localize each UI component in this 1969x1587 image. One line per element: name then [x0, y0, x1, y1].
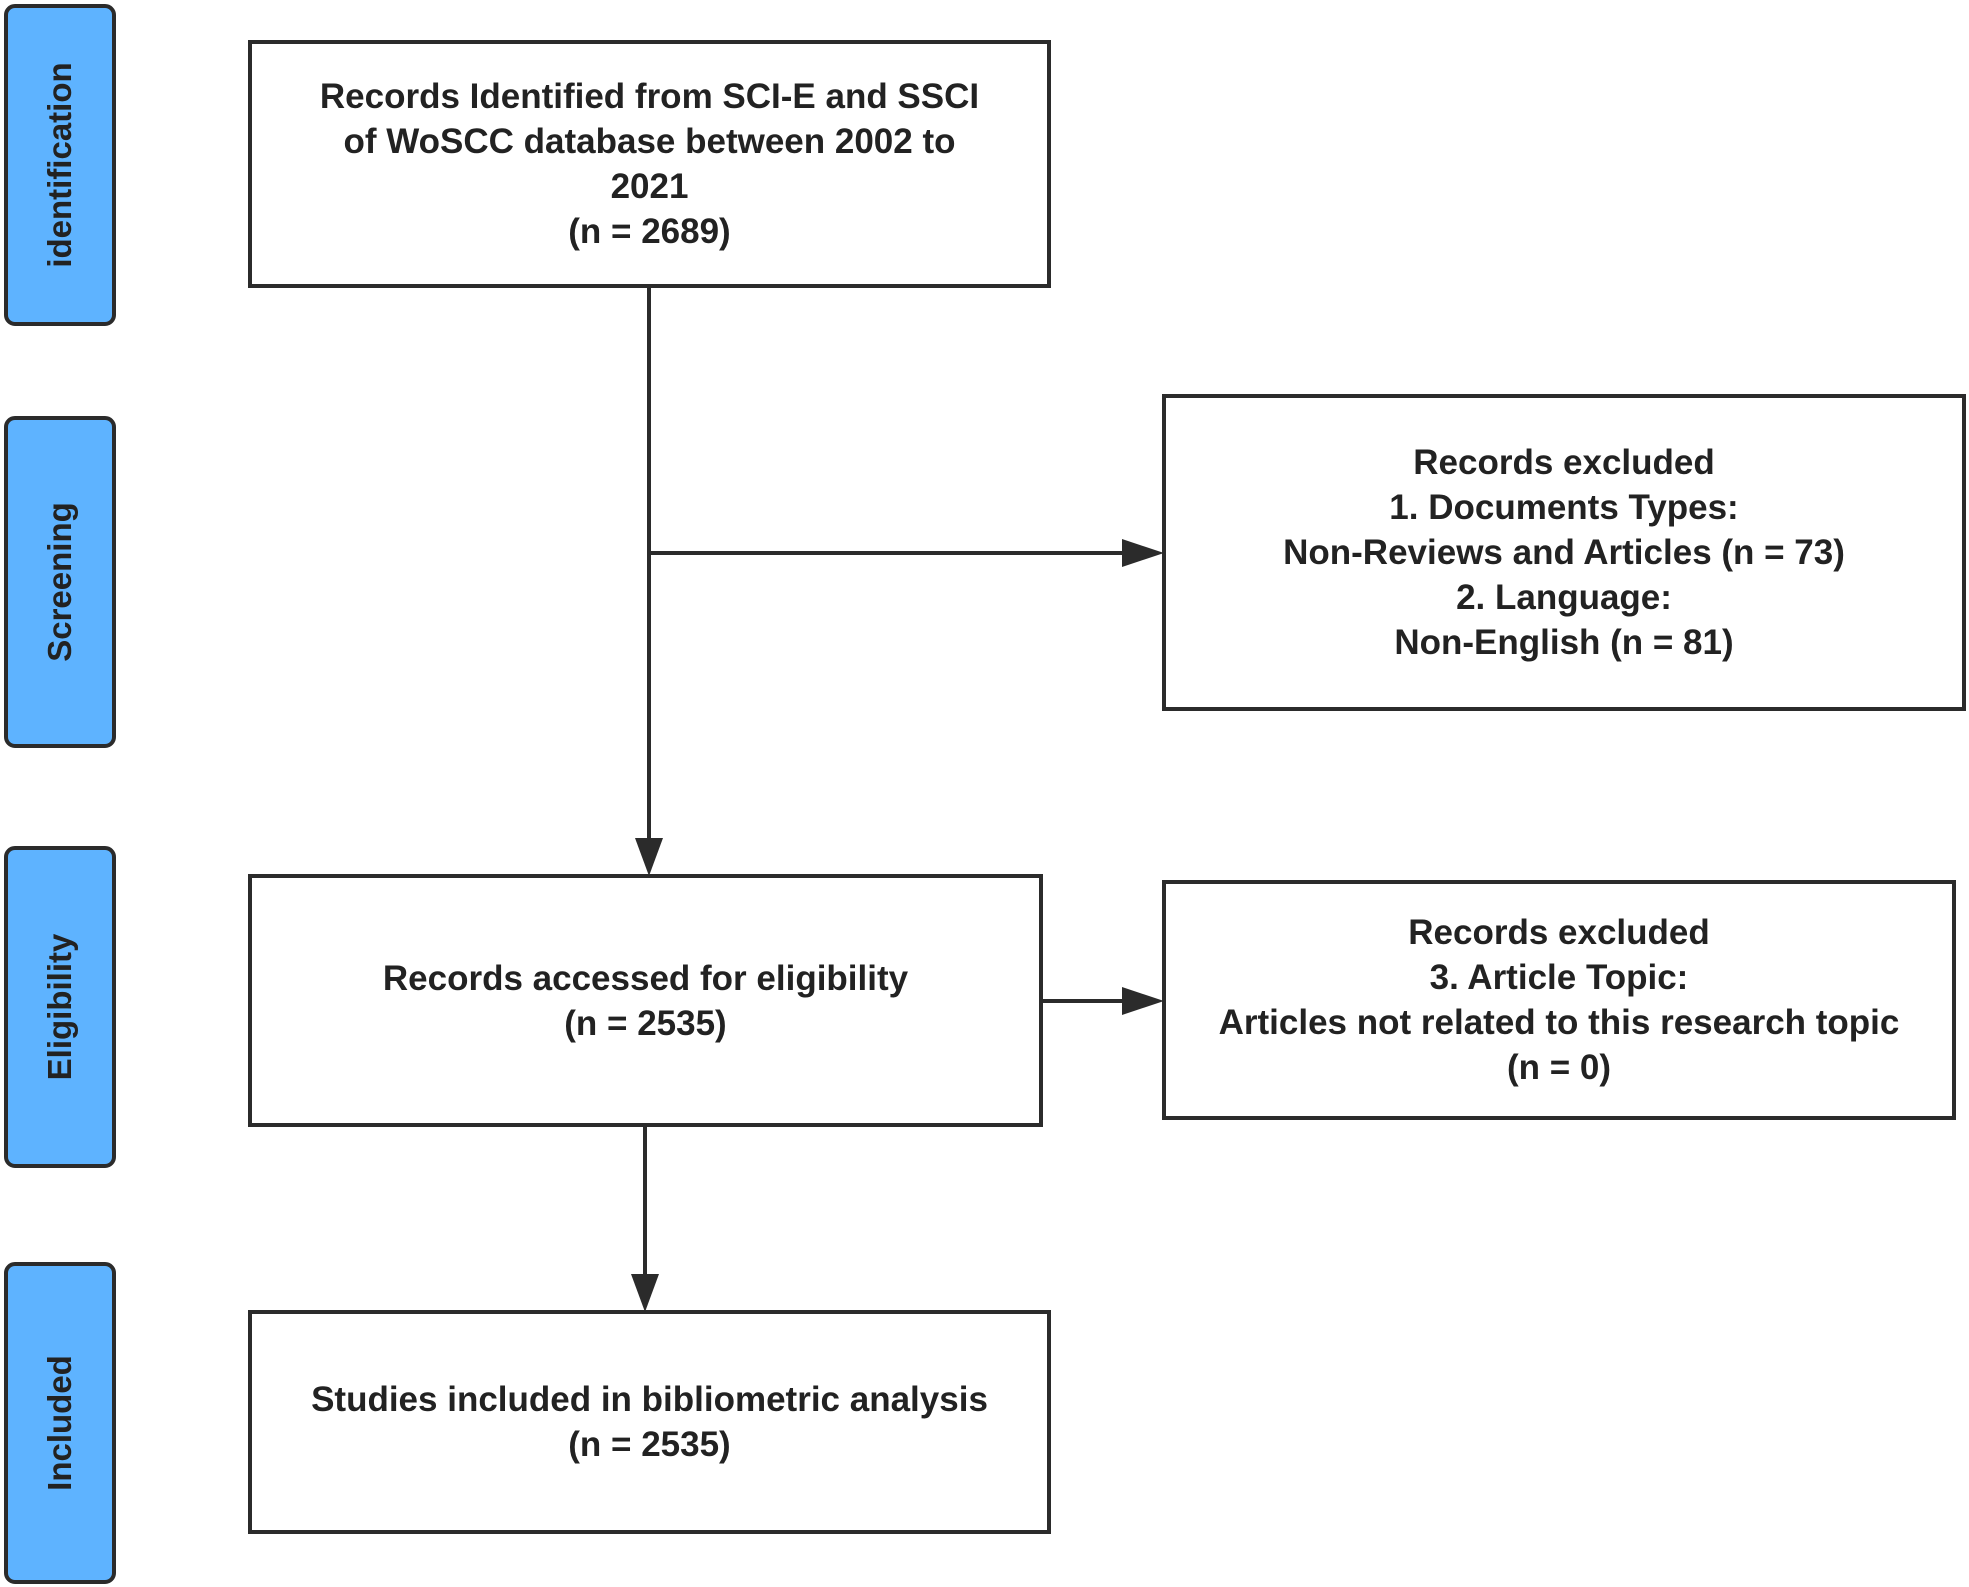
- stage-eligibility: Eligibility: [4, 846, 116, 1168]
- eligibility-line-1: Records accessed for eligibility: [382, 958, 909, 998]
- stage-label-screening: Screening: [41, 502, 78, 662]
- identified-line-4: (n = 2689): [568, 212, 731, 251]
- excluded-screening-line-3: Non-Reviews and Articles (n = 73): [1283, 533, 1845, 572]
- excluded-eligibility-line-2: 3. Article Topic:: [1429, 958, 1689, 997]
- excluded-screening-line-5: Non-English (n = 81): [1394, 623, 1734, 662]
- stage-label-included: Included: [41, 1355, 78, 1491]
- box-records-eligibility: Records accessed for eligibility (n = 25…: [248, 874, 1043, 1127]
- identified-line-3: 2021: [610, 167, 689, 206]
- excluded-screening-line-2: 1. Documents Types:: [1389, 488, 1739, 527]
- identified-line-1: Records Identified from SCI-E and SSCI: [319, 77, 980, 116]
- arrowhead-right-excluded-eligibility: [1122, 987, 1164, 1015]
- eligibility-line-2: (n = 2535): [564, 1003, 727, 1043]
- excluded-eligibility-line-1: Records excluded: [1408, 913, 1710, 952]
- box-records-excluded-screening: Records excluded 1. Documents Types: Non…: [1162, 394, 1966, 711]
- included-line-2: (n = 2535): [568, 1425, 731, 1464]
- arrowhead-down-included: [631, 1274, 659, 1312]
- stage-label-eligibility: Eligibility: [41, 933, 78, 1081]
- box-records-identified: Records Identified from SCI-E and SSCI o…: [248, 40, 1051, 288]
- included-line-1: Studies included in bibliometric analysi…: [311, 1380, 988, 1419]
- excluded-eligibility-line-4: (n = 0): [1506, 1048, 1612, 1087]
- excluded-eligibility-line-3: Articles not related to this research to…: [1218, 1003, 1900, 1042]
- excluded-screening-line-1: Records excluded: [1413, 443, 1715, 482]
- stage-label-identification: identification: [41, 62, 78, 268]
- box-studies-included: Studies included in bibliometric analysi…: [248, 1310, 1051, 1534]
- stage-identification: identification: [4, 4, 116, 326]
- arrowhead-right-excluded-screening: [1122, 539, 1164, 567]
- stage-screening: Screening: [4, 416, 116, 748]
- identified-line-2: of WoSCC database between 2002 to: [343, 122, 956, 161]
- box-records-excluded-eligibility: Records excluded 3. Article Topic: Artic…: [1162, 880, 1956, 1120]
- excluded-screening-line-4: 2. Language:: [1456, 578, 1672, 617]
- arrowhead-down-eligibility: [635, 838, 663, 876]
- stage-included: Included: [4, 1262, 116, 1584]
